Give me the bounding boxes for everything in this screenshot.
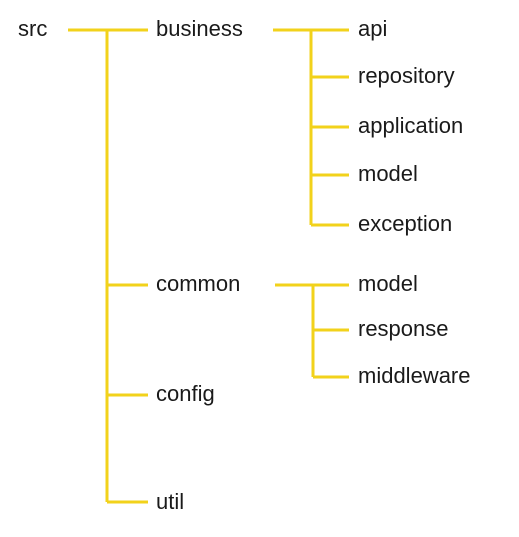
node-common-middleware: middleware bbox=[358, 363, 471, 388]
node-business: business bbox=[156, 16, 243, 41]
node-common-model: model bbox=[358, 271, 418, 296]
node-common: common bbox=[156, 271, 241, 296]
node-common-response: response bbox=[358, 316, 449, 341]
node-business-repository: repository bbox=[358, 63, 455, 88]
node-config: config bbox=[156, 381, 215, 406]
node-business-api: api bbox=[358, 16, 388, 41]
node-business-exception: exception bbox=[358, 211, 453, 236]
node-business-application: application bbox=[358, 113, 464, 138]
node-business-model: model bbox=[358, 161, 418, 186]
node-util: util bbox=[156, 489, 185, 514]
node-src: src bbox=[18, 16, 48, 41]
